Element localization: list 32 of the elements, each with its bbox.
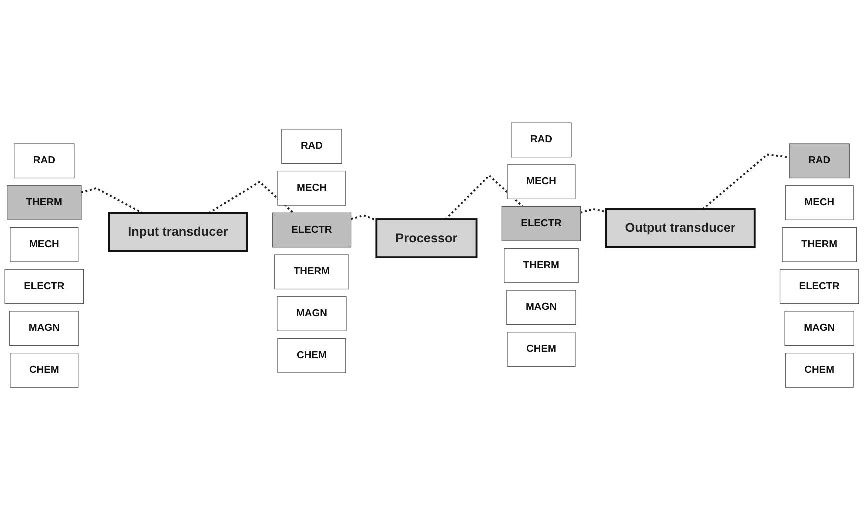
node-box: THERM bbox=[504, 248, 579, 283]
connector bbox=[351, 214, 377, 221]
node-box: RAD bbox=[282, 128, 342, 164]
node-box: MECH bbox=[278, 170, 346, 206]
node-box: CHEM bbox=[10, 352, 79, 388]
connector bbox=[702, 153, 790, 210]
node-box: Output transducer bbox=[605, 208, 756, 248]
node-box: CHEM bbox=[278, 338, 346, 373]
node-box: MAGN bbox=[10, 310, 80, 346]
node-box: ELECTR bbox=[4, 268, 84, 304]
node-box: MECH bbox=[785, 185, 854, 220]
node-box: Processor bbox=[376, 218, 478, 258]
connector bbox=[580, 208, 606, 214]
node-box: THERM bbox=[782, 227, 857, 262]
node-box: MAGN bbox=[506, 290, 576, 325]
node-box: MAGN bbox=[277, 296, 347, 332]
connector bbox=[445, 174, 524, 220]
node-box: CHEM bbox=[785, 352, 854, 388]
node-box: ELECTR bbox=[780, 268, 860, 304]
node-box: ELECTR bbox=[272, 212, 352, 248]
node-box: MAGN bbox=[784, 310, 854, 346]
node-box: RAD bbox=[511, 122, 572, 158]
node-box: Input transducer bbox=[108, 212, 248, 252]
node-box: CHEM bbox=[507, 332, 576, 367]
node-box: MECH bbox=[10, 227, 79, 262]
node-box: THERM bbox=[274, 254, 350, 290]
node-box: THERM bbox=[7, 185, 82, 220]
node-box: RAD bbox=[789, 143, 850, 178]
node-box: MECH bbox=[507, 164, 576, 200]
node-box: ELECTR bbox=[502, 206, 582, 242]
connector bbox=[208, 180, 294, 214]
node-box: RAD bbox=[14, 143, 75, 178]
